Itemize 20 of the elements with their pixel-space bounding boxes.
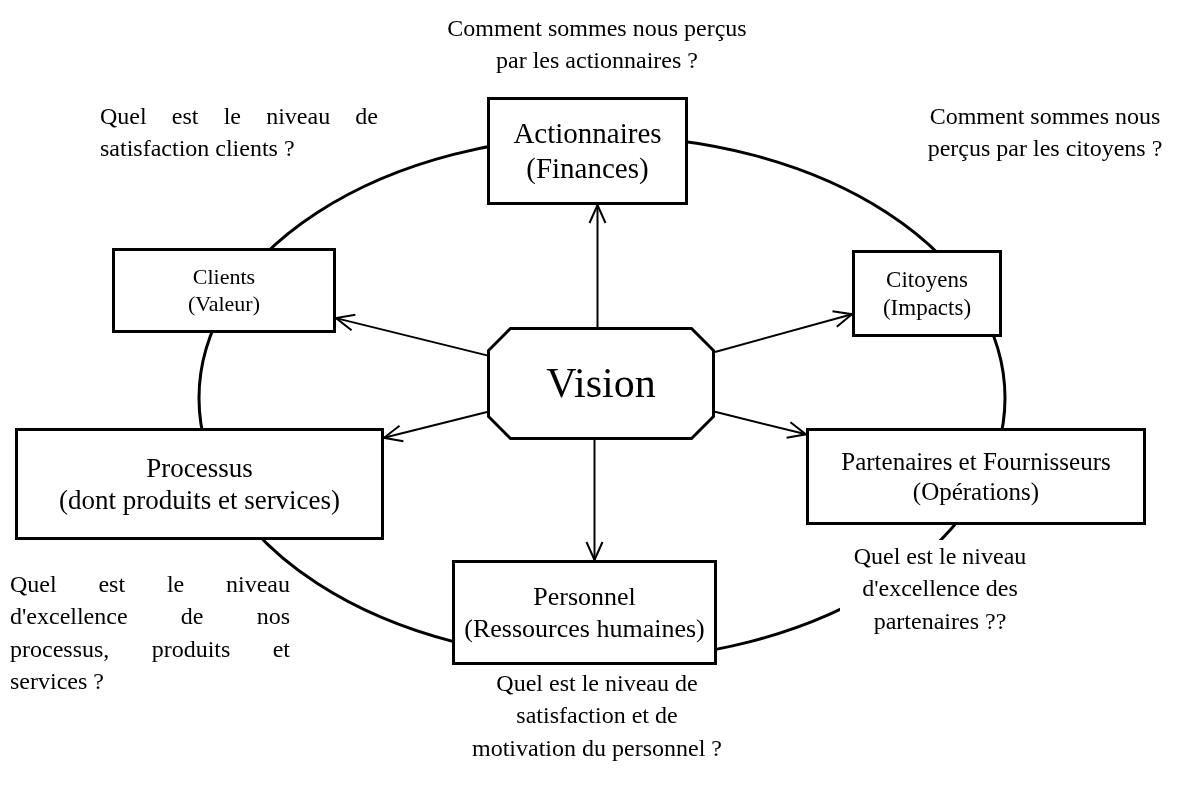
perspective-label: Clients (Valeur) [187,264,261,317]
perspective-box [852,250,1002,337]
arrow [714,310,853,354]
perspective-label: Actionnaires (Finances) [513,116,662,186]
vision-label: Vision [546,359,656,409]
perspective-box [487,97,688,205]
perspective-label: Citoyens (Impacts) [882,265,972,322]
perspective-label: Processus (dont produits et services) [58,451,341,517]
perspective-box [452,560,717,665]
perspective-box [806,428,1146,525]
arrow [335,313,488,357]
perspective-box [112,248,336,333]
perspective-label: Partenaires et Fournisseurs (Opérations) [841,446,1111,507]
arrow [585,439,604,561]
arrow [383,411,488,443]
octagon-node [487,327,715,440]
perspective-label: Personnel (Ressources humaines) [464,581,705,644]
arrow [588,204,607,328]
perspective-box [15,428,384,540]
arrow [714,410,807,439]
